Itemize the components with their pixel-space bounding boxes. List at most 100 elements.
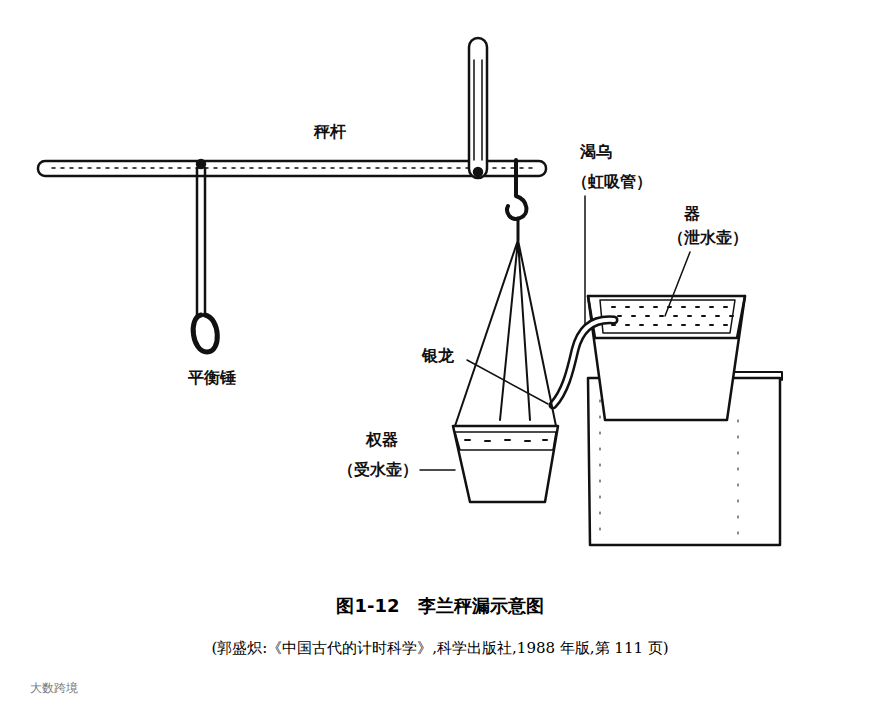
beam-mark	[259, 167, 262, 169]
water-dot	[626, 306, 629, 308]
beam-mark	[439, 167, 442, 169]
beam-mark	[331, 167, 334, 169]
beam-mark	[394, 167, 397, 169]
beam-mark	[304, 167, 307, 169]
pivot	[474, 168, 482, 176]
beam-mark	[520, 167, 523, 169]
vessel-leader	[665, 252, 690, 316]
beam-mark	[115, 167, 118, 169]
beam-mark	[358, 167, 361, 169]
beam-mark	[286, 167, 289, 169]
water-dot	[654, 306, 657, 308]
water-dots	[612, 307, 733, 325]
siphon-leader	[584, 196, 586, 325]
beam-mark	[448, 167, 451, 169]
watermark: 大数跨境	[30, 680, 78, 697]
beam-mark	[106, 167, 109, 169]
part-label: （虹吸管）	[572, 173, 652, 191]
water-dot	[688, 315, 691, 317]
leak-vessel-water	[600, 300, 735, 333]
basin-marks	[465, 440, 547, 441]
beam-mark	[151, 167, 154, 169]
water-dot	[626, 324, 629, 326]
water-dot	[660, 315, 663, 317]
beam-mark	[367, 167, 370, 169]
beam-mark	[169, 167, 172, 169]
water-dot	[618, 315, 621, 317]
water-dot	[724, 324, 727, 326]
beam-mark	[133, 167, 136, 169]
figure-title: 图1-12 李兰秤漏示意图	[336, 594, 543, 618]
receiving-basin-water	[455, 432, 556, 450]
siphon-tube	[553, 320, 614, 405]
part-label: 秤杆	[314, 123, 346, 141]
water-dot	[668, 324, 671, 326]
part-label: 权器	[366, 431, 398, 449]
water-dot	[632, 315, 635, 317]
water-dot	[682, 324, 685, 326]
water-dot	[716, 315, 719, 317]
water-dot	[710, 324, 713, 326]
dragon-leader	[467, 360, 548, 404]
beam-mark	[502, 167, 505, 169]
weight-pivot	[197, 160, 205, 168]
beam-mark	[529, 167, 532, 169]
water-dot	[696, 324, 699, 326]
basin-leader	[420, 469, 455, 471]
beam-mark	[268, 167, 271, 169]
part-label: 银龙	[422, 347, 454, 365]
beam-mark	[295, 167, 298, 169]
beam-marks	[52, 167, 532, 169]
receiving-basin	[453, 426, 558, 502]
beam-mark	[340, 167, 343, 169]
figure-caption: (郭盛炽:《中国古代的计时科学》,科学出版社,1988 年版,第 111 页)	[211, 639, 668, 658]
beam-mark	[241, 167, 244, 169]
part-label: 器	[684, 205, 700, 223]
beam-mark	[385, 167, 388, 169]
beam-mark	[511, 167, 514, 169]
beam-mark	[97, 167, 100, 169]
beam-mark	[232, 167, 235, 169]
water-dot	[640, 324, 643, 326]
water-dot	[612, 306, 615, 308]
water-dot	[730, 315, 733, 317]
beam-mark	[88, 167, 91, 169]
beam-mark	[421, 167, 424, 169]
water-dot	[640, 306, 643, 308]
beam-mark	[52, 167, 55, 169]
beam-mark	[493, 167, 496, 169]
beam-mark	[142, 167, 145, 169]
part-label: （受水壶）	[338, 461, 418, 479]
beam-mark	[313, 167, 316, 169]
beam-mark	[70, 167, 73, 169]
beam-mark	[160, 167, 163, 169]
beam-mark	[214, 167, 217, 169]
part-label: 平衡锤	[188, 369, 236, 387]
beam-mark	[277, 167, 280, 169]
beam-mark	[376, 167, 379, 169]
beam-mark	[79, 167, 82, 169]
hanger-inner	[474, 60, 482, 160]
beam-mark	[124, 167, 127, 169]
part-label: 渴乌	[580, 143, 612, 161]
beam-mark	[187, 167, 190, 169]
suspension-strings	[455, 240, 556, 426]
weight-rope	[197, 168, 205, 315]
beam-mark	[403, 167, 406, 169]
water-dot	[646, 315, 649, 317]
beam-mark	[223, 167, 226, 169]
water-dot	[654, 324, 657, 326]
water-dot	[682, 306, 685, 308]
beam-mark	[250, 167, 253, 169]
beam-mark	[430, 167, 433, 169]
hook-stem	[517, 218, 520, 240]
beam-mark	[457, 167, 460, 169]
water-dot	[724, 306, 727, 308]
beam-mark	[412, 167, 415, 169]
water-dot	[674, 315, 677, 317]
water-dot	[702, 315, 705, 317]
water-dot	[696, 306, 699, 308]
beam-mark	[61, 167, 64, 169]
beam-mark	[178, 167, 181, 169]
